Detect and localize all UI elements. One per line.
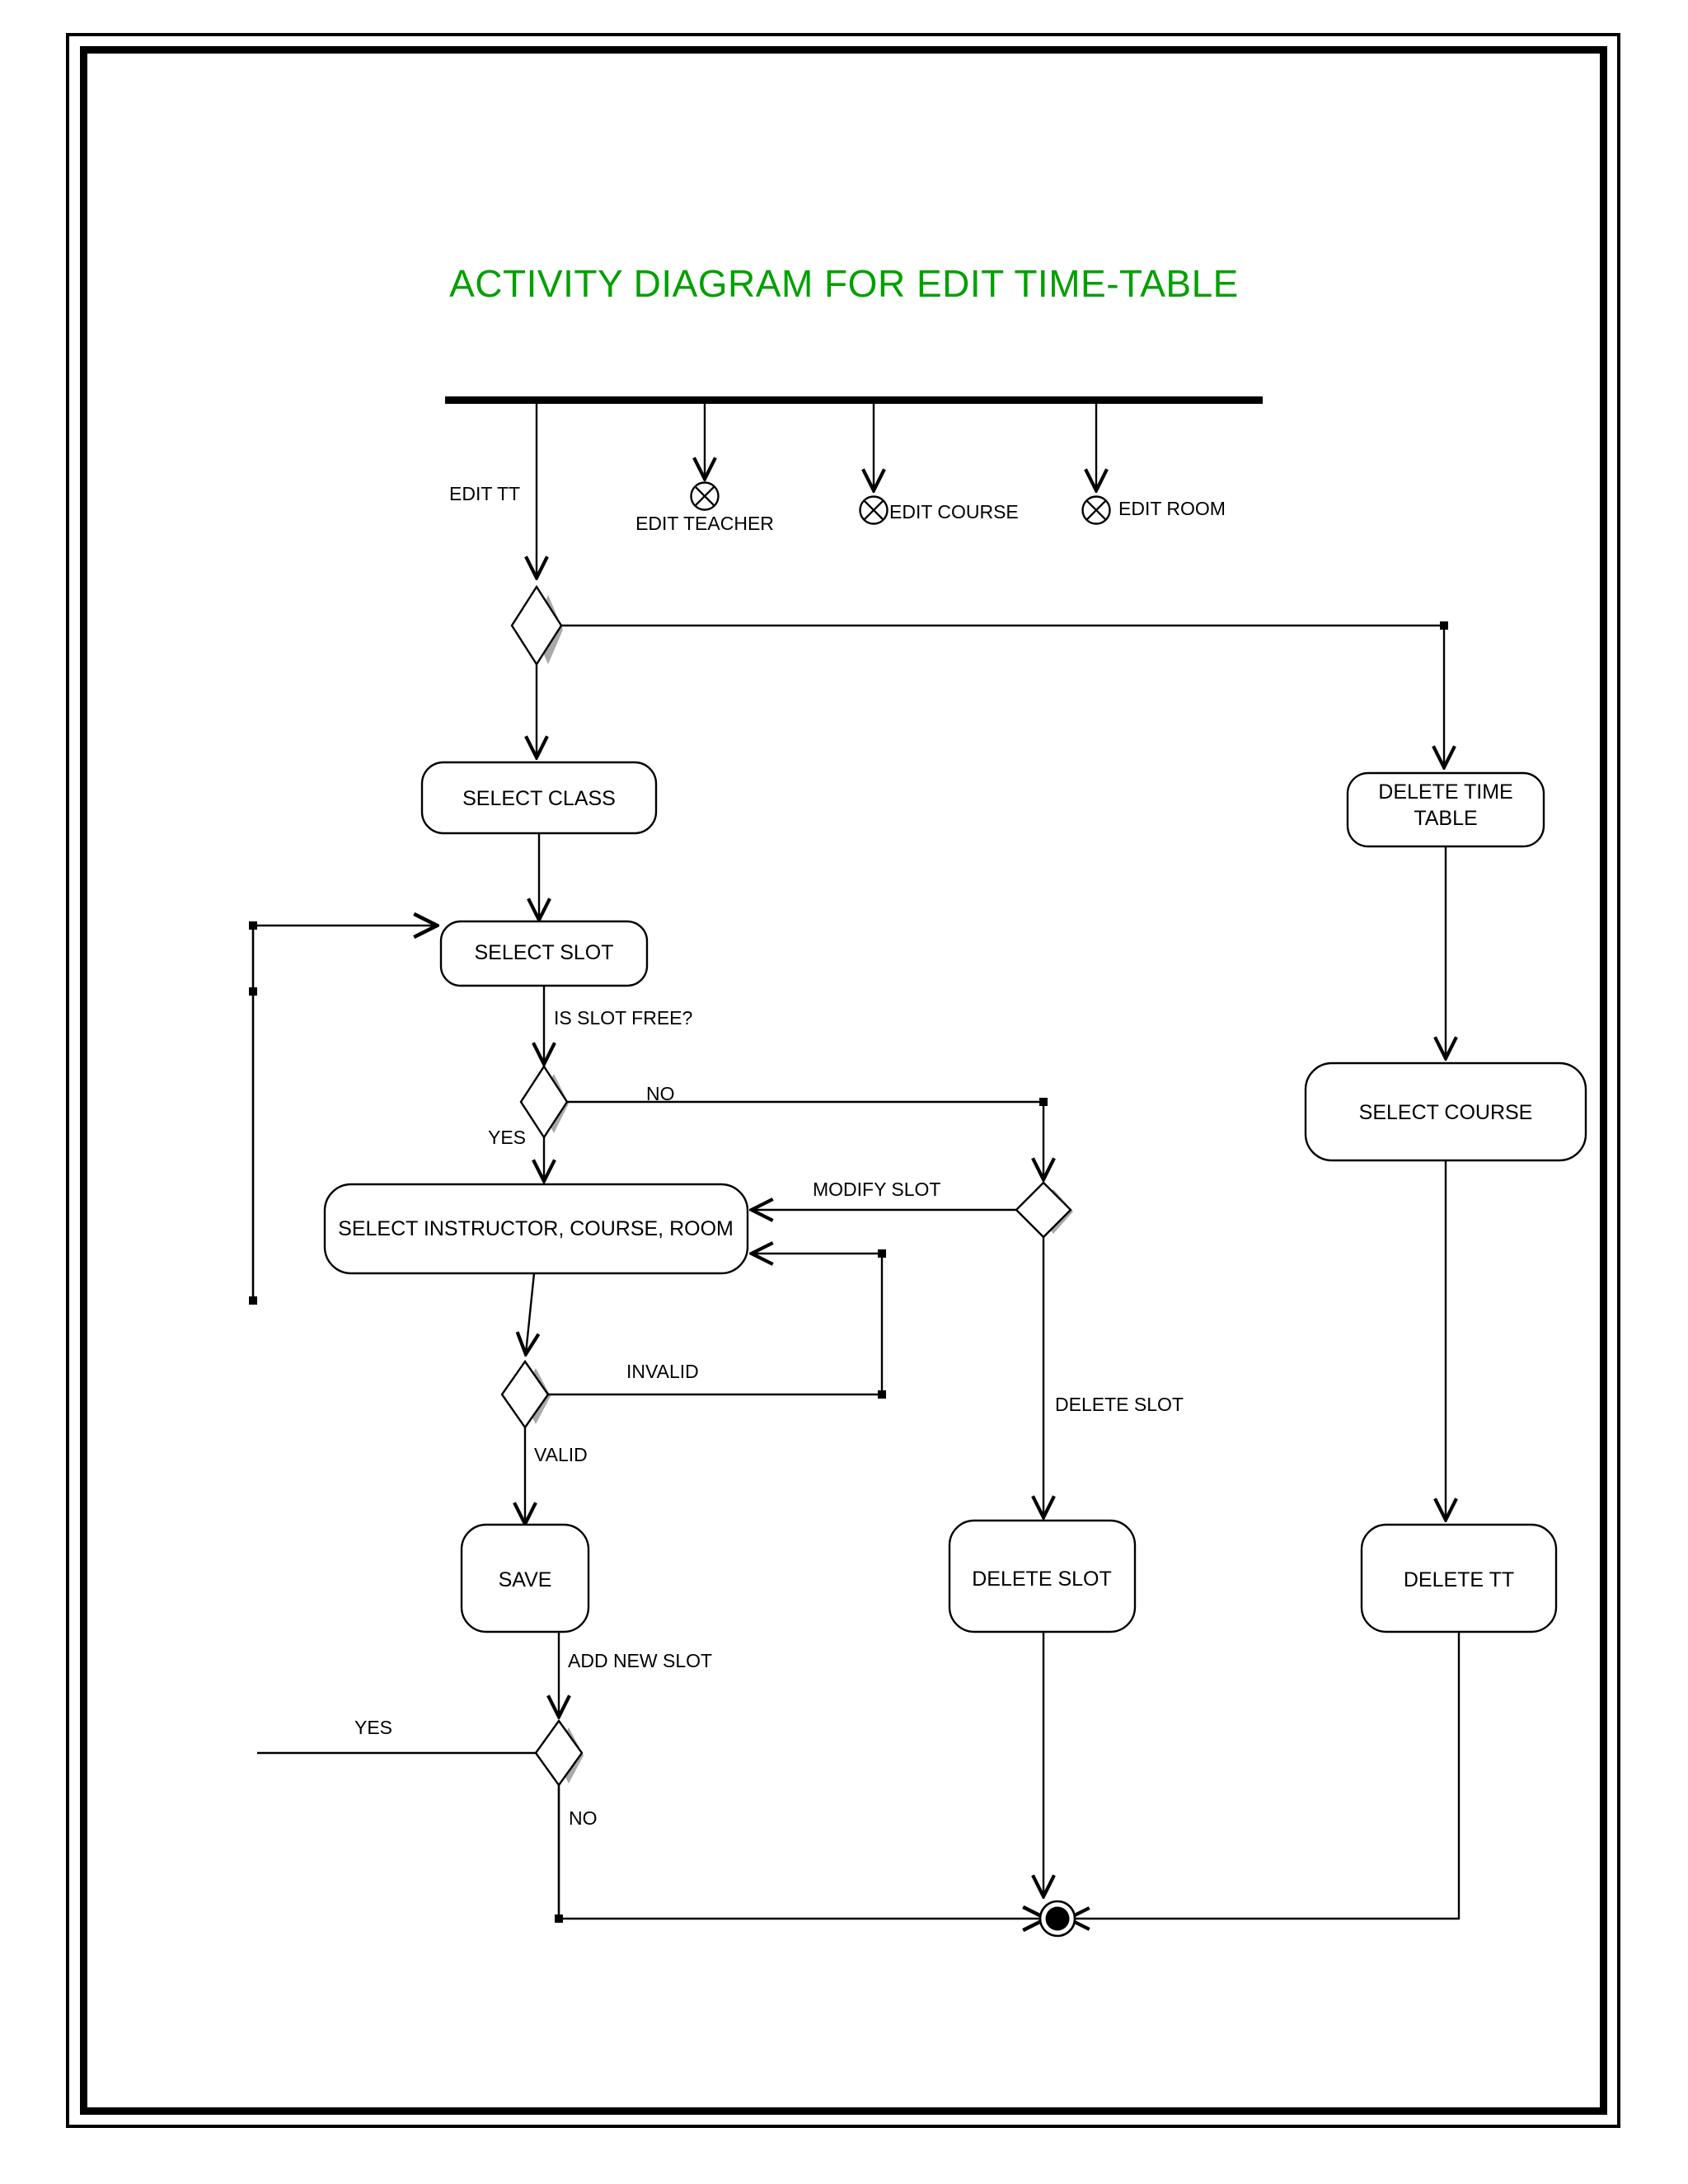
activity-select-course-label: SELECT COURSE (1359, 1101, 1533, 1124)
junction-dot (555, 1915, 563, 1923)
junction-dot (249, 987, 257, 996)
flow-final-edit-course-label: EDIT COURSE (889, 501, 1019, 523)
activity-delete-slot-label: DELETE SLOT (972, 1568, 1112, 1591)
edge-label-delete-slot: DELETE SLOT (1055, 1394, 1184, 1415)
activity-delete-time-table[interactable]: DELETE TIME TABLE (1346, 771, 1545, 848)
junction-dot (878, 1249, 886, 1258)
edge-label-modify-slot: MODIFY SLOT (813, 1179, 941, 1200)
activity-select-class[interactable]: SELECT CLASS (420, 761, 658, 835)
activity-delete-tt-label: DELETE TT (1404, 1568, 1514, 1591)
edge-label-edit-tt: EDIT TT (449, 483, 520, 504)
decision-validity (500, 1359, 551, 1430)
activity-select-slot-label: SELECT SLOT (474, 941, 613, 964)
edge-label-invalid: INVALID (626, 1361, 699, 1382)
page-border-outer (66, 33, 1620, 2128)
edge-label-add-new-slot: ADD NEW SLOT (568, 1650, 712, 1671)
page-title: ACTIVITY DIAGRAM FOR EDIT TIME-TABLE (449, 262, 1239, 305)
decision-is-slot-free (519, 1064, 569, 1140)
edge-invalid-loop (753, 1254, 884, 1394)
flow-final-edit-course-icon (859, 495, 889, 525)
flow-final-edit-room-label: EDIT ROOM (1118, 498, 1226, 519)
activity-save-label: SAVE (499, 1568, 552, 1591)
activity-select-class-label: SELECT CLASS (462, 787, 616, 810)
junction-dot (249, 1296, 257, 1305)
decision-modify-slot (1015, 1181, 1073, 1239)
edge-edit-mode-to-delete-time-table (561, 624, 1444, 766)
activity-save[interactable]: SAVE (460, 1523, 590, 1633)
flow-final-edit-teacher-label: EDIT TEACHER (635, 513, 774, 534)
decision-add-new-slot (534, 1718, 584, 1788)
junction-dot (1039, 1098, 1048, 1106)
junction-dot (1440, 621, 1448, 630)
activity-final-node (1039, 1900, 1076, 1938)
activity-delete-time-table-label-line2: TABLE (1414, 807, 1477, 830)
activity-select-instructor-label: SELECT INSTRUCTOR, COURSE, ROOM (338, 1217, 734, 1240)
edge-slot-free-no (567, 1100, 1043, 1179)
decision-edit-mode (510, 584, 563, 667)
flow-final-edit-room-icon (1081, 495, 1111, 525)
activity-delete-tt[interactable]: DELETE TT (1360, 1523, 1558, 1633)
edge-label-slot-free-no: NO (646, 1083, 675, 1104)
activity-select-slot[interactable]: SELECT SLOT (439, 920, 649, 987)
edge-label-add-new-slot-yes: YES (354, 1717, 392, 1738)
edge-label-valid: VALID (534, 1444, 588, 1465)
edge-delete-tt-to-final (1069, 1632, 1461, 1919)
fork-bar (445, 396, 1263, 404)
activity-delete-time-table-label-line1: DELETE TIME (1378, 780, 1512, 804)
activity-select-course[interactable]: SELECT COURSE (1304, 1062, 1587, 1162)
junction-dot (249, 921, 257, 930)
edge-add-new-slot-no (557, 1785, 1045, 1919)
edge-select-instructor-to-validity (526, 1272, 534, 1353)
edge-label-slot-free-yes: YES (488, 1127, 526, 1148)
flow-final-edit-teacher-icon (690, 481, 720, 511)
edge-label-add-new-slot-no: NO (569, 1807, 598, 1829)
edge-label-is-slot-free: IS SLOT FREE? (554, 1007, 692, 1029)
activity-select-instructor-course-room[interactable]: SELECT INSTRUCTOR, COURSE, ROOM (323, 1183, 749, 1275)
activity-delete-slot[interactable]: DELETE SLOT (948, 1519, 1137, 1633)
